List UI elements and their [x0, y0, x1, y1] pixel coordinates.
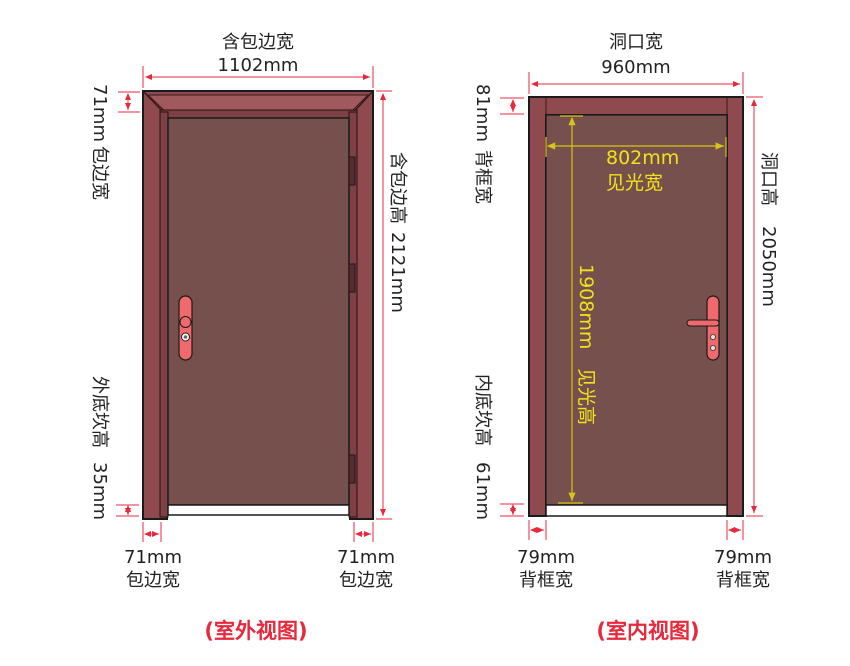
interior-top-frame-value: 81mm [472, 84, 493, 142]
exterior-top-trim-value: 71mm [89, 84, 110, 142]
interior-right-frame-value: 79mm [714, 547, 772, 568]
clear-width-dimension: 802mm 见光宽 [545, 137, 727, 194]
interior-threshold [545, 504, 728, 517]
interior-right-frame-dimension: 79mm 背框宽 [714, 520, 772, 591]
opening-height-value: 2050mm [758, 226, 779, 307]
exterior-height-label: 含包边高 [387, 152, 408, 224]
interior-right-frame-label: 背框宽 [716, 570, 770, 591]
hinge-icon [348, 454, 356, 484]
clear-width-value: 802mm [606, 147, 679, 169]
exterior-left-trim-dimension: 71mm 包边宽 [124, 522, 182, 591]
exterior-top-trim-dimension: 71mm 包边宽 [89, 84, 140, 200]
exterior-sill-value: 35mm [89, 462, 110, 520]
exterior-view-caption: (室外视图) [204, 619, 307, 643]
opening-width-dimension: 洞口宽 960mm [528, 32, 744, 94]
opening-height-dimension: 洞口高 2050mm [746, 96, 779, 517]
clear-height-label: 见光高 [575, 368, 597, 425]
clear-width-label: 见光宽 [606, 172, 663, 194]
exterior-handle-icon [178, 295, 193, 361]
interior-sill-value: 61mm [472, 462, 493, 520]
interior-left-frame-dimension: 79mm 背框宽 [517, 520, 575, 591]
exterior-right-trim-label: 包边宽 [339, 570, 393, 591]
exterior-height-value: 2121mm [387, 232, 408, 313]
opening-width-value: 960mm [601, 57, 670, 78]
interior-door-leaf [545, 114, 728, 506]
interior-sill-label: 内底坎高 [472, 374, 493, 446]
exterior-sill-label: 外底坎高 [89, 376, 110, 448]
exterior-left-trim-value: 71mm [124, 547, 182, 568]
interior-lever-handle-icon [686, 295, 720, 361]
clear-height-dimension: 1908mm 见光高 [558, 115, 597, 504]
exterior-view: 含包边宽 1102mm 71mm 包边宽 含包边高 2121mm 外底坎高 35… [89, 32, 408, 643]
exterior-threshold [167, 504, 350, 516]
exterior-left-trim-label: 包边宽 [126, 570, 180, 591]
exterior-width-label: 含包边宽 [222, 32, 294, 53]
clear-height-value: 1908mm [575, 264, 597, 349]
hinge-icon [348, 263, 356, 293]
interior-left-frame-value: 79mm [517, 547, 575, 568]
opening-width-label: 洞口宽 [609, 32, 663, 53]
interior-left-frame-label: 背框宽 [519, 570, 573, 591]
exterior-width-value: 1102mm [218, 55, 299, 76]
exterior-height-dimension: 含包边高 2121mm [376, 90, 408, 520]
exterior-sill-dimension: 外底坎高 35mm [89, 376, 139, 520]
exterior-top-trim-label: 包边宽 [89, 146, 110, 200]
interior-view-caption: (室内视图) [596, 619, 699, 643]
interior-sill-dimension: 内底坎高 61mm [472, 374, 524, 520]
exterior-right-trim-value: 71mm [337, 547, 395, 568]
opening-height-label: 洞口高 [758, 152, 779, 206]
interior-view: 802mm 见光宽 1908mm 见光高 洞口宽 960mm 81mm 背框宽 [472, 32, 779, 643]
exterior-door-leaf [167, 117, 350, 506]
interior-top-frame-label: 背框宽 [472, 150, 493, 204]
interior-top-frame-dimension: 81mm 背框宽 [472, 84, 524, 204]
exterior-width-dimension: 含包边宽 1102mm [142, 32, 374, 88]
exterior-right-trim-dimension: 71mm 包边宽 [337, 522, 395, 591]
hinge-icon [348, 156, 356, 186]
